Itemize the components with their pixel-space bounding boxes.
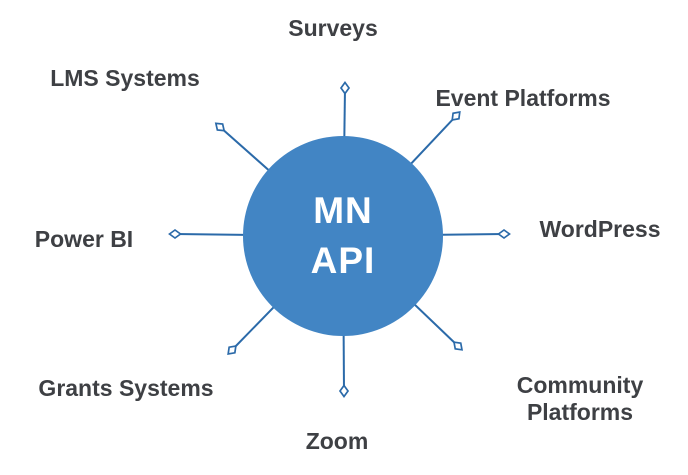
diamond-endpoint-community-platforms — [452, 341, 464, 351]
spoke-label-power-bi: Power BI — [34, 226, 134, 252]
hub-label-line1: MN — [313, 190, 373, 231]
spoke-label-wordpress: WordPress — [539, 216, 661, 242]
hub-circle — [243, 136, 443, 336]
diamond-endpoint-wordpress — [497, 228, 511, 240]
hub-label: MN API — [243, 136, 443, 336]
diamond-endpoint-lms-systems — [214, 122, 226, 132]
diamond-endpoint-event-platforms — [451, 110, 461, 122]
diamond-endpoint-surveys — [339, 81, 351, 95]
spoke-label-community-platforms: Community Platforms — [516, 372, 644, 425]
spoke-label-lms-systems: LMS Systems — [50, 65, 200, 91]
diamond-endpoint-grants-systems — [227, 345, 237, 355]
diamond-endpoint-power-bi — [168, 228, 182, 240]
spoke-label-grants-systems: Grants Systems — [38, 375, 214, 401]
spoke-label-event-platforms: Event Platforms — [435, 85, 611, 111]
diamond-endpoint-zoom — [338, 384, 350, 398]
spoke-label-zoom: Zoom — [305, 428, 369, 454]
spoke-endpoints — [168, 81, 511, 398]
hub-label-line2: API — [310, 240, 376, 281]
spoke-label-surveys: Surveys — [288, 15, 378, 41]
